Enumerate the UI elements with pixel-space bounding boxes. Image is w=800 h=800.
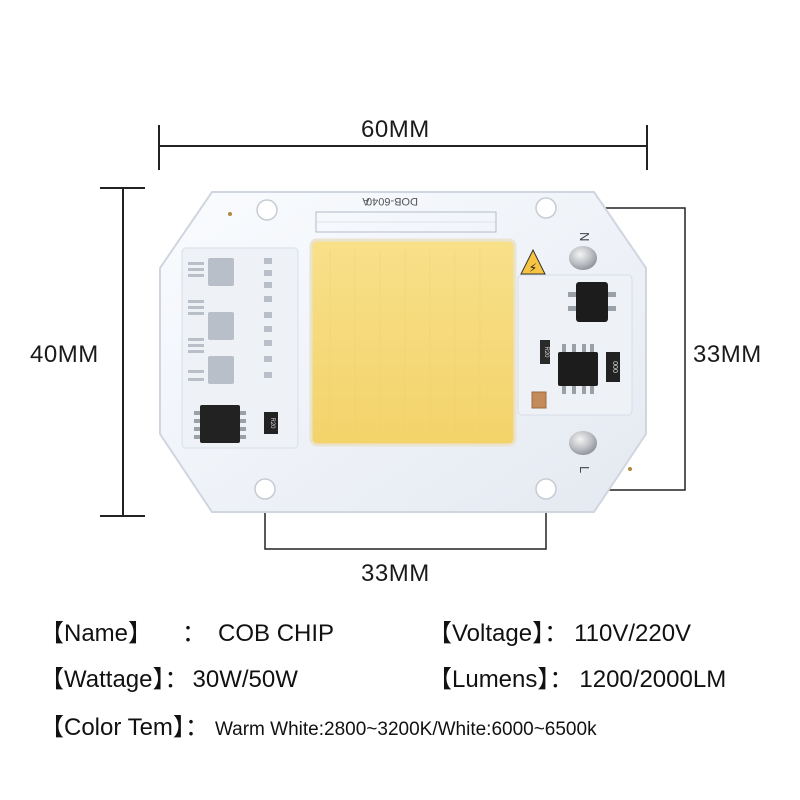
spec-wattage: 【Wattage】：30W/50W	[40, 659, 298, 694]
pin-top-label: N	[577, 232, 592, 241]
svg-text:⚡: ⚡	[529, 261, 537, 275]
spec-wattage-key: 【Wattage】	[40, 666, 165, 693]
spec-wattage-value: 30W/50W	[192, 666, 298, 693]
spec-lumens-key: 【Lumens】	[428, 666, 550, 693]
spec-lumens-value: 1200/2000LM	[579, 666, 727, 693]
spec-voltage-value: 110V/220V	[574, 620, 692, 647]
spec-lumens: 【Lumens】：1200/2000LM	[428, 659, 726, 694]
spec-lumens-sep: ：	[549, 666, 574, 693]
spec-name: 【Name】 ： COB CHIP	[40, 613, 334, 648]
spec-color-temperature: 【Color Tem】：Warm White:2800~3200K/White:…	[40, 707, 597, 742]
hole-horizontal-dimension-label: 33MM	[361, 560, 430, 587]
spec-name-sep: ：	[182, 620, 207, 647]
board-revision-text: A	[362, 195, 370, 207]
right-ic-code: R20	[543, 346, 549, 358]
right-mid-ic	[558, 352, 598, 386]
spec-voltage-key: 【Voltage】	[428, 620, 545, 647]
right-resistor-code: 000	[611, 361, 618, 373]
spec-color-temperature-key: 【Color Tem】	[40, 714, 185, 741]
hole-vertical-dimension-label: 33MM	[693, 341, 762, 368]
led-emitting-area	[309, 238, 517, 447]
spec-color-temperature-sep: ：	[184, 714, 209, 741]
spec-voltage: 【Voltage】：110V/220V	[428, 613, 691, 648]
left-resistor-code: R20	[269, 417, 275, 429]
spec-name-value: COB CHIP	[218, 620, 335, 647]
spec-color-temperature-value: Warm White:2800~3200K/White:6000~6500k	[214, 719, 597, 740]
pin-bottom-label: L	[577, 466, 592, 473]
spec-name-key: 【Name】	[40, 620, 153, 647]
width-dimension-label: 60MM	[361, 116, 430, 143]
spec-wattage-sep: ：	[164, 666, 189, 693]
height-dimension-label: 40MM	[30, 341, 99, 368]
right-top-ic	[576, 282, 608, 322]
spec-voltage-sep: ：	[544, 620, 569, 647]
board-model-text: DOB-6040	[366, 195, 418, 207]
left-driver-ic	[200, 405, 240, 443]
